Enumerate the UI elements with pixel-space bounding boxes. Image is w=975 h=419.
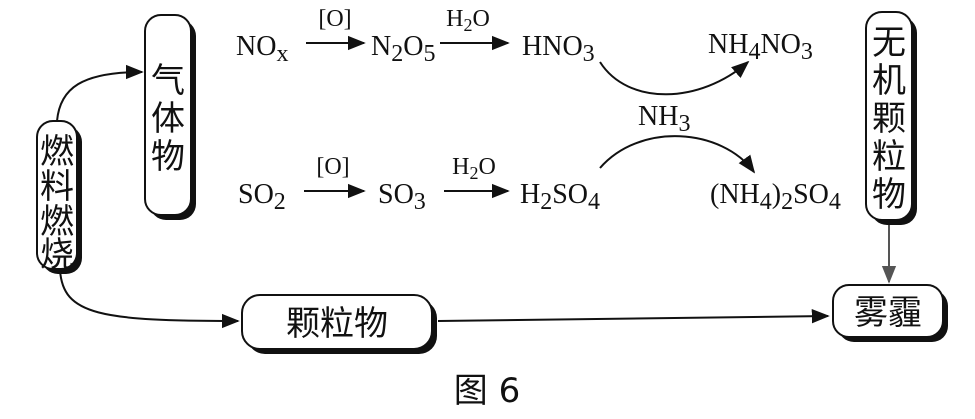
- label-water-1: H2O: [446, 6, 490, 35]
- gas-char-2: 体: [151, 99, 185, 139]
- fuel-char-2: 料: [40, 167, 74, 207]
- formula-so3: SO3: [378, 179, 426, 215]
- gas-char-1: 气: [151, 61, 185, 101]
- haze-label: 雾霾: [854, 293, 922, 333]
- formula-n2o5: N2O5: [371, 31, 435, 67]
- formula-hno3: HNO3: [522, 31, 595, 67]
- inorganic-char-4: 粒: [872, 137, 906, 177]
- label-ammonia: NH3: [638, 101, 690, 137]
- label-water-2: H2O: [452, 154, 496, 183]
- label-oxidant-1: [O]: [318, 6, 351, 32]
- fuel-char-1: 燃: [40, 132, 74, 172]
- gas-char-3: 物: [151, 137, 185, 177]
- inorganic-char-2: 机: [872, 61, 906, 101]
- particles-label: 颗粒物: [286, 304, 388, 344]
- inorganic-char-5: 物: [872, 175, 906, 215]
- figure-caption: 图 6: [454, 371, 520, 411]
- fuel-char-4: 烧: [40, 235, 74, 275]
- inorganic-char-1: 无: [872, 23, 906, 63]
- formula-h2so4: H2SO4: [520, 179, 600, 215]
- arrow-h2so4-to-nh4so4: [599, 135, 756, 174]
- arrow-hno3-to-nh4no3: [599, 60, 750, 96]
- fuel-char-3: 燃: [40, 202, 74, 242]
- inorganic-char-3: 颗: [872, 99, 906, 139]
- particles-box: 颗粒物: [241, 294, 437, 354]
- inorganic-particles-box: 无 机 颗 粒 物: [865, 11, 917, 225]
- formula-nox: NOx: [236, 31, 288, 67]
- arrow-particles-to-haze: [437, 309, 830, 324]
- haze-box: 雾霾: [832, 284, 948, 342]
- formula-nh4-2so4: (NH4)2SO4: [710, 179, 841, 215]
- gas-box: 气 体 物: [144, 14, 196, 220]
- fuel-combustion-box: 燃 料 燃 烧: [36, 120, 82, 275]
- formula-so2: SO2: [238, 179, 286, 215]
- arrow-fuel-to-particles: [59, 269, 240, 329]
- label-oxidant-2: [O]: [316, 154, 349, 180]
- formula-nh4no3: NH4NO3: [708, 29, 813, 65]
- arrow-fuel-to-gas: [56, 64, 144, 122]
